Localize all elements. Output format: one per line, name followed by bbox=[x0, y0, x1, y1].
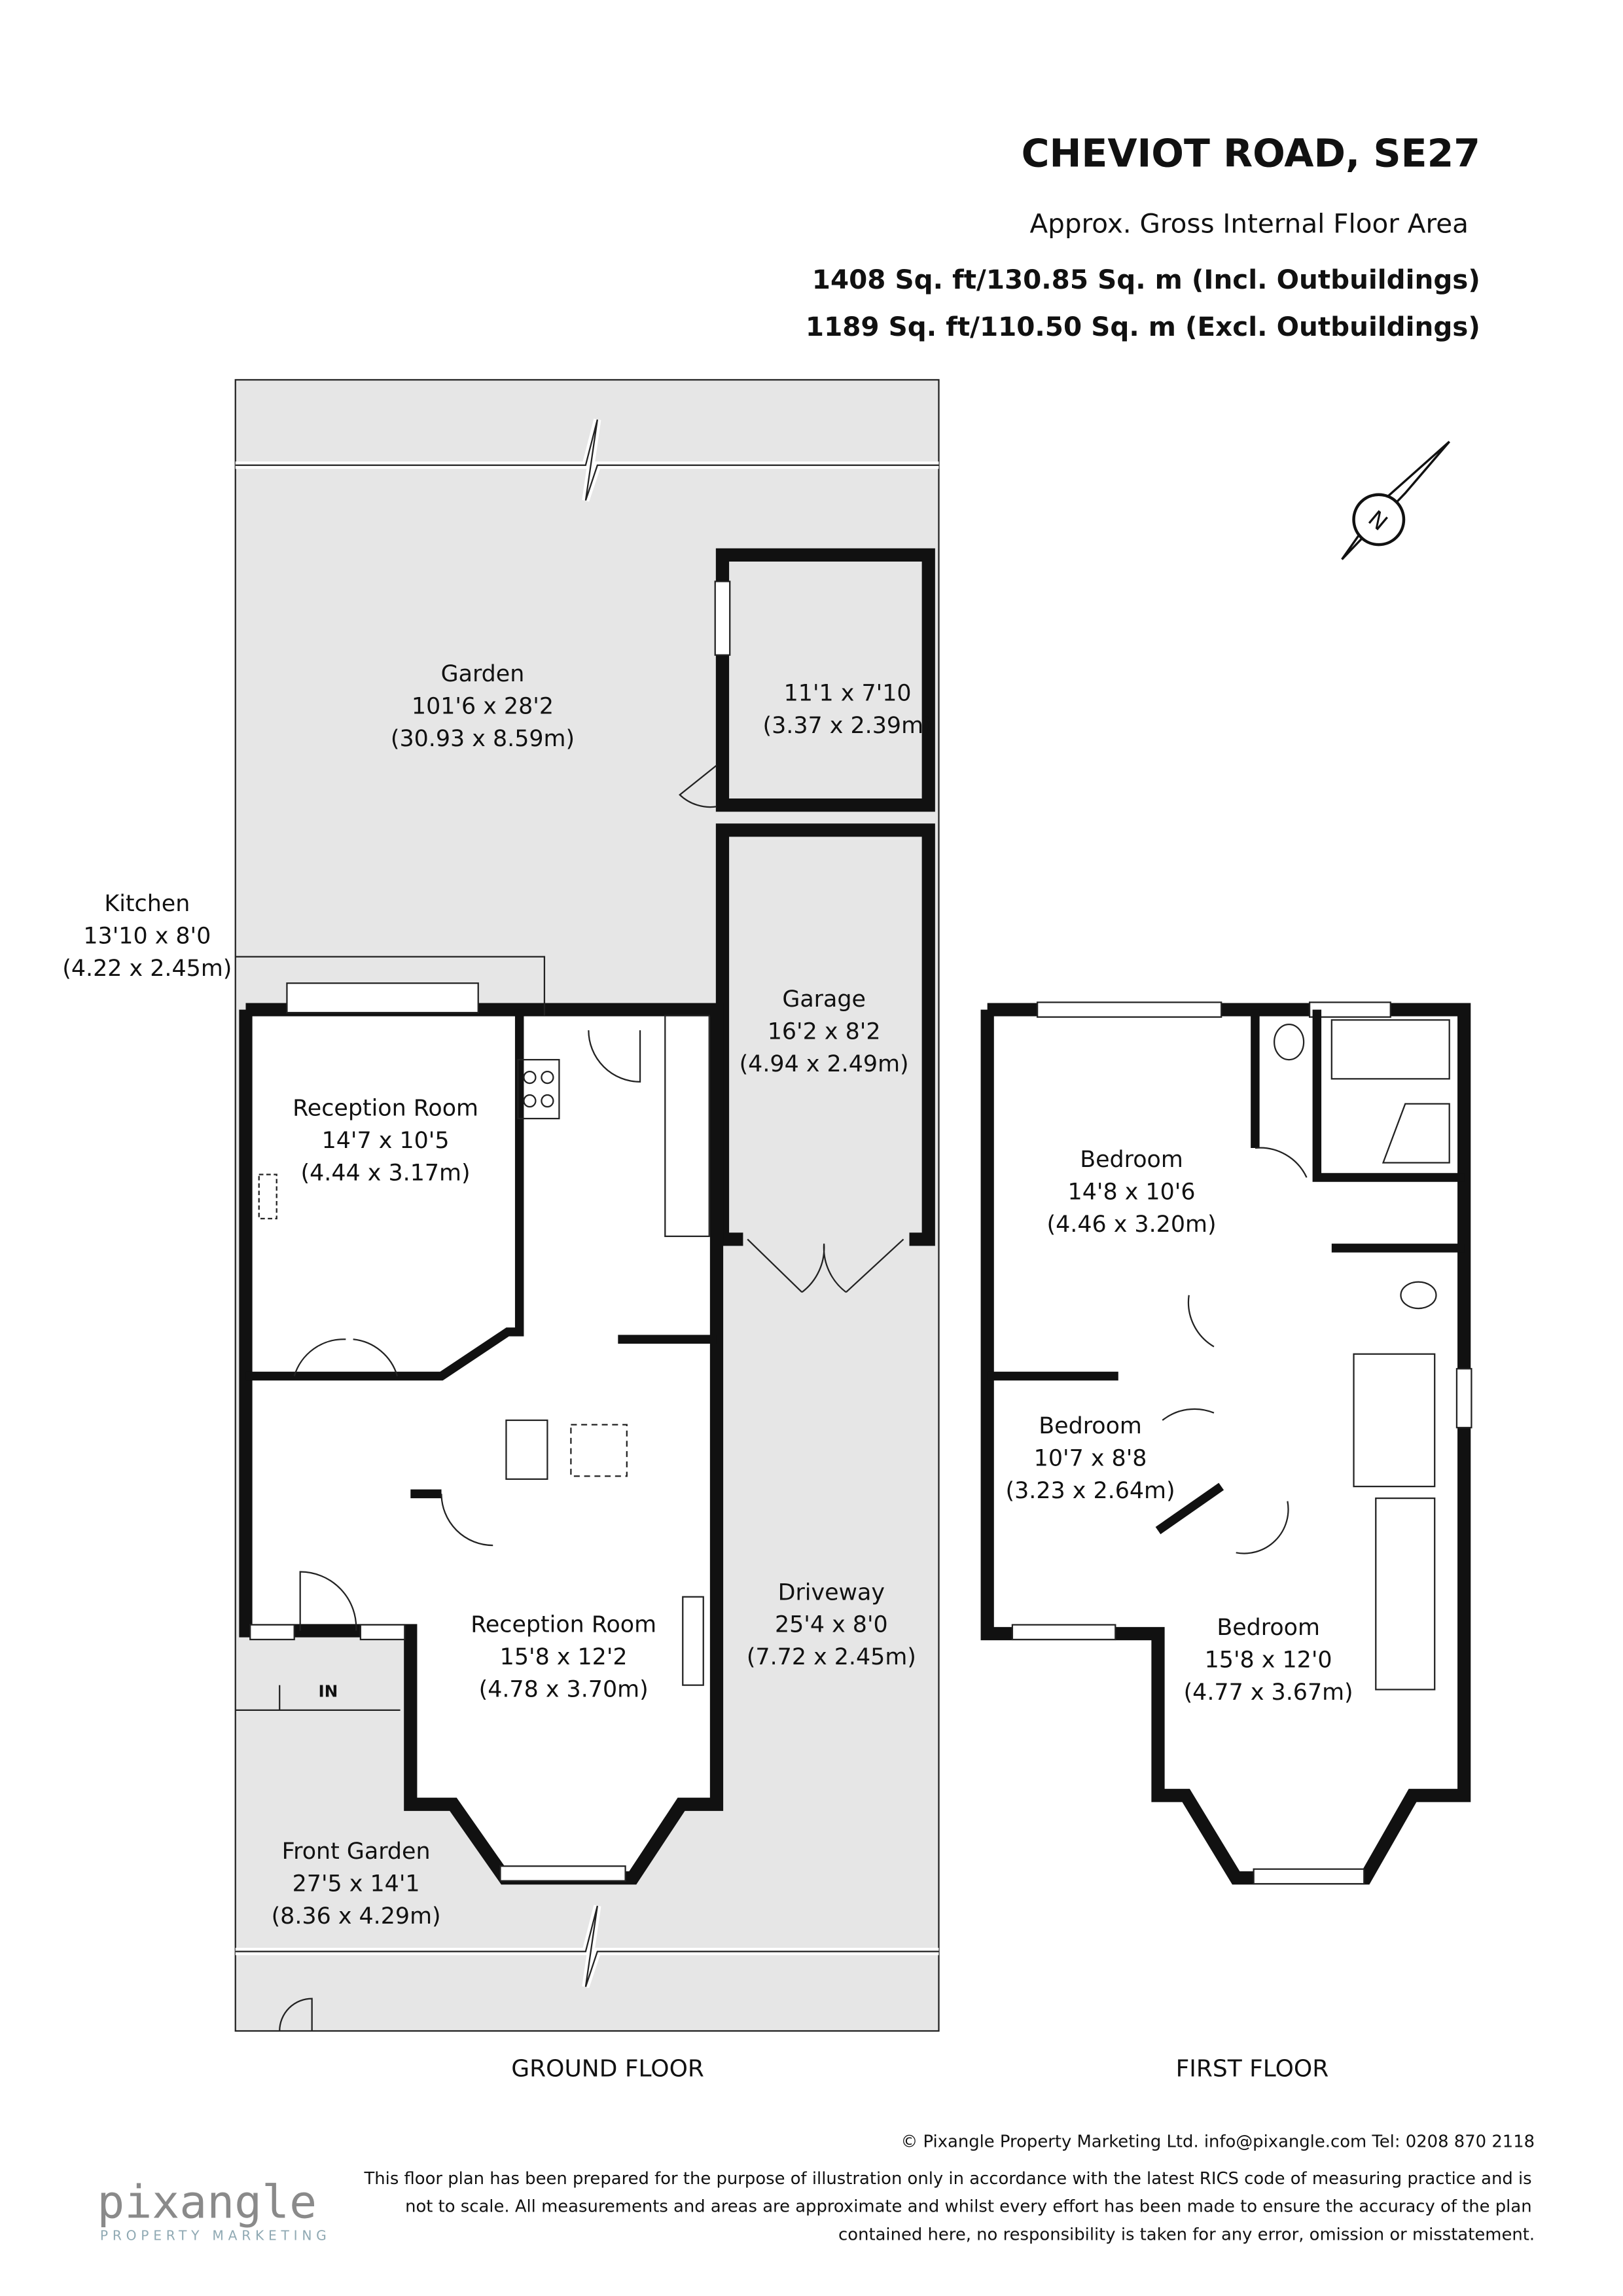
svg-text:10'7 x 8'8: 10'7 x 8'8 bbox=[1034, 1446, 1147, 1472]
svg-text:11'1 x 7'10: 11'1 x 7'10 bbox=[784, 680, 912, 706]
area-subtitle: Approx. Gross Internal Floor Area bbox=[1030, 207, 1469, 239]
room-bedroom-2: Bedroom 10'7 x 8'8 (3.23 x 2.64m) bbox=[1006, 1413, 1175, 1504]
svg-text:25'4 x 8'0: 25'4 x 8'0 bbox=[775, 1612, 888, 1638]
svg-text:27'5 x 14'1: 27'5 x 14'1 bbox=[293, 1871, 420, 1897]
svg-text:Bedroom: Bedroom bbox=[1039, 1413, 1142, 1439]
outbuilding bbox=[679, 548, 935, 812]
svg-text:Bedroom: Bedroom bbox=[1217, 1615, 1320, 1641]
svg-text:101'6 x 28'2: 101'6 x 28'2 bbox=[412, 694, 554, 720]
svg-text:15'8 x 12'0: 15'8 x 12'0 bbox=[1205, 1647, 1332, 1674]
svg-text:13'10 x 8'0: 13'10 x 8'0 bbox=[83, 923, 211, 949]
svg-text:Reception Room: Reception Room bbox=[293, 1096, 478, 1122]
svg-text:14'8 x 10'6: 14'8 x 10'6 bbox=[1068, 1179, 1196, 1206]
first-floor-label: FIRST FLOOR bbox=[1176, 2056, 1329, 2083]
room-kitchen: Kitchen 13'10 x 8'0 (4.22 x 2.45m) bbox=[62, 891, 546, 1016]
property-title: CHEVIOT ROAD, SE27 bbox=[1022, 131, 1480, 175]
room-garden: Garden 101'6 x 28'2 (30.93 x 8.59m) bbox=[391, 661, 575, 752]
svg-text:(4.77 x 3.67m): (4.77 x 3.67m) bbox=[1184, 1679, 1353, 1706]
svg-text:(8.36 x 4.29m): (8.36 x 4.29m) bbox=[272, 1903, 441, 1929]
north-arrow-icon: N bbox=[1341, 440, 1450, 560]
entrance-label: IN bbox=[318, 1682, 338, 1701]
svg-text:Reception Room: Reception Room bbox=[471, 1612, 656, 1638]
pixangle-logo: pixangle PROPERTY MARKETING bbox=[97, 2176, 331, 2244]
disclaimer-line-3: contained here, no responsibility is tak… bbox=[838, 2225, 1535, 2244]
room-garage: Garage 16'2 x 8'2 (4.94 x 2.49m) bbox=[740, 986, 909, 1077]
room-bedroom-1: Bedroom 14'8 x 10'6 (4.46 x 3.20m) bbox=[1046, 1147, 1216, 1238]
svg-text:(4.94 x 2.49m): (4.94 x 2.49m) bbox=[740, 1051, 909, 1077]
ground-floor-label: GROUND FLOOR bbox=[511, 2056, 704, 2083]
svg-text:(4.22 x 2.45m): (4.22 x 2.45m) bbox=[62, 956, 232, 982]
svg-text:Driveway: Driveway bbox=[778, 1579, 885, 1605]
svg-text:Bedroom: Bedroom bbox=[1080, 1147, 1183, 1173]
disclaimer-line-2: not to scale. All measurements and areas… bbox=[405, 2197, 1532, 2217]
disclaimer-line-1: This floor plan has been prepared for th… bbox=[363, 2169, 1531, 2189]
svg-text:(7.72 x 2.45m): (7.72 x 2.45m) bbox=[747, 1644, 916, 1670]
svg-text:(4.44 x 3.17m): (4.44 x 3.17m) bbox=[301, 1160, 471, 1186]
room-reception-room-1: Reception Room 14'7 x 10'5 (4.44 x 3.17m… bbox=[293, 1096, 478, 1187]
svg-text:(3.23 x 2.64m): (3.23 x 2.64m) bbox=[1006, 1478, 1175, 1504]
ground-floor-house: IN bbox=[239, 982, 724, 1885]
svg-text:(30.93 x 8.59m): (30.93 x 8.59m) bbox=[391, 726, 575, 752]
room-bedroom-3: Bedroom 15'8 x 12'0 (4.77 x 3.67m) bbox=[1184, 1615, 1353, 1706]
svg-text:Garage: Garage bbox=[782, 986, 866, 1013]
copyright-text: © Pixangle Property Marketing Ltd. info@… bbox=[901, 2132, 1535, 2152]
svg-text:(4.78 x 3.70m): (4.78 x 3.70m) bbox=[479, 1677, 649, 1703]
room-reception-room-2: Reception Room 15'8 x 12'2 (4.78 x 3.70m… bbox=[471, 1612, 656, 1703]
room-driveway: Driveway 25'4 x 8'0 (7.72 x 2.45m) bbox=[747, 1579, 916, 1670]
svg-text:pixangle: pixangle bbox=[97, 2176, 317, 2229]
svg-text:PROPERTY MARKETING: PROPERTY MARKETING bbox=[100, 2227, 331, 2243]
svg-text:16'2 x 8'2: 16'2 x 8'2 bbox=[768, 1019, 881, 1045]
area-incl-outbuildings: 1408 Sq. ft/130.85 Sq. m (Incl. Outbuild… bbox=[812, 264, 1480, 295]
first-floor-house bbox=[980, 1001, 1472, 1885]
room-front-garden: Front Garden 27'5 x 14'1 (8.36 x 4.29m) bbox=[272, 1839, 441, 1929]
room-outbuilding: 11'1 x 7'10 (3.37 x 2.39m) bbox=[763, 680, 933, 738]
svg-text:(3.37 x 2.39m): (3.37 x 2.39m) bbox=[763, 713, 933, 739]
svg-text:Front Garden: Front Garden bbox=[282, 1839, 431, 1865]
svg-text:Kitchen: Kitchen bbox=[104, 891, 190, 917]
area-excl-outbuildings: 1189 Sq. ft/110.50 Sq. m (Excl. Outbuild… bbox=[806, 311, 1480, 342]
svg-text:(4.46 x 3.20m): (4.46 x 3.20m) bbox=[1046, 1211, 1216, 1238]
svg-text:Garden: Garden bbox=[441, 661, 525, 687]
svg-text:15'8 x 12'2: 15'8 x 12'2 bbox=[500, 1644, 628, 1670]
svg-text:14'7 x 10'5: 14'7 x 10'5 bbox=[322, 1128, 450, 1154]
